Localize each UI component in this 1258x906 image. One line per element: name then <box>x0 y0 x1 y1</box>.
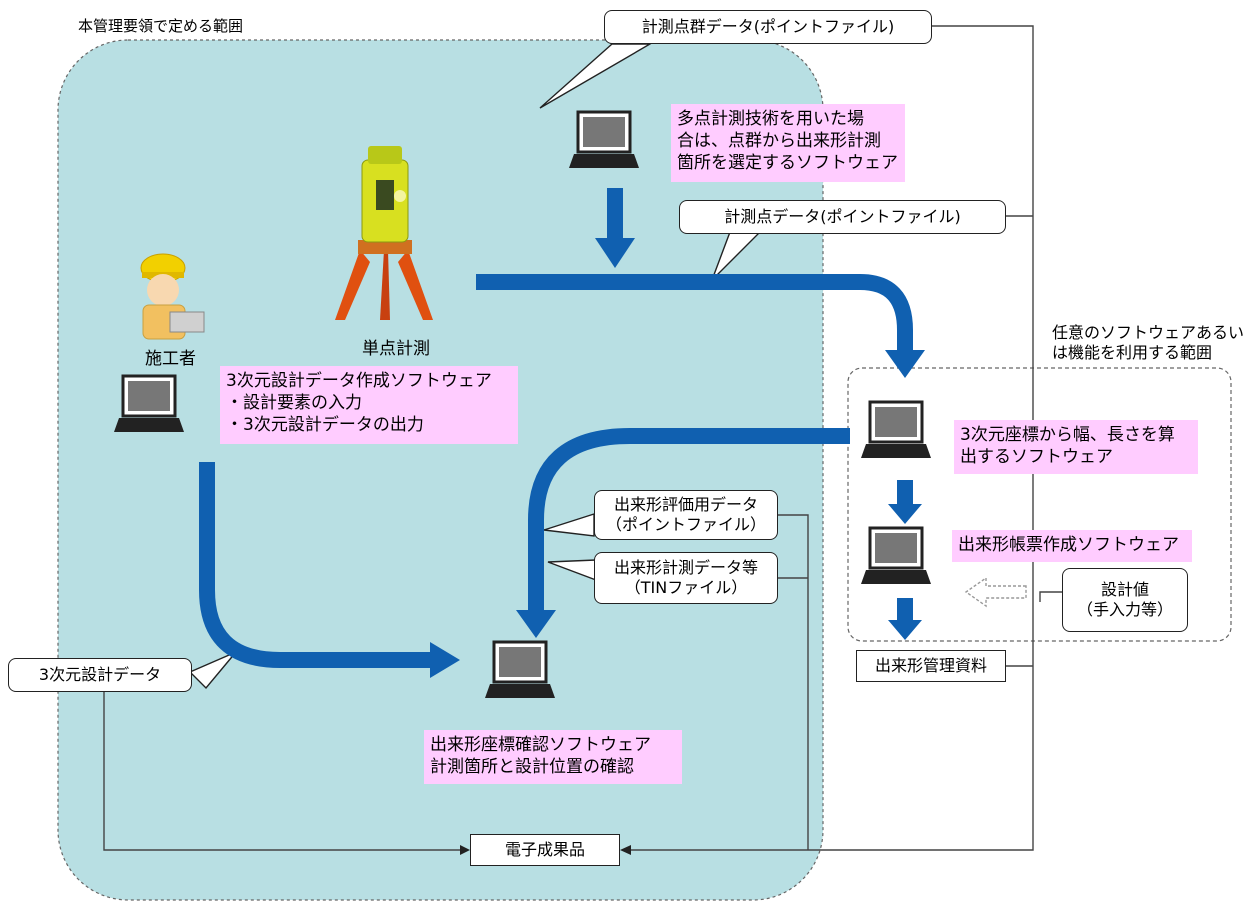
design-line2: ・設計要素の入力 <box>226 393 362 413</box>
contractor-label: 施工者 <box>145 349 196 369</box>
optional-scope-label: 任意のソフトウェアあるい は機能を利用する範囲 <box>1052 323 1244 363</box>
arrowhead-pointcloud <box>595 238 635 268</box>
laptop-icon-width <box>861 400 931 458</box>
laptop-icon-design <box>114 374 184 432</box>
arrow-designer-down <box>199 462 432 668</box>
optional-scope-label-line2: は機能を利用する範囲 <box>1052 343 1213 362</box>
multipoint-line2: 合は、点群から出来形計測 <box>677 131 881 151</box>
coordcheck-line2: 計測箇所と設計位置の確認 <box>430 757 634 777</box>
form-line1: 出来形帳票作成ソフトウェア <box>958 535 1179 555</box>
form-software-text: 出来形帳票作成ソフトウェア <box>952 530 1192 562</box>
eval-data-line2: （ポイントファイル） <box>605 515 766 534</box>
design-value-arrow <box>964 576 1027 608</box>
design-value-line1: 設計値 <box>1100 580 1149 599</box>
design-value-callout: 設計値 （手入力等） <box>1062 568 1188 632</box>
design-software-text: 3次元設計データ作成ソフトウェア ・設計要素の入力 ・3次元設計データの出力 <box>220 366 518 444</box>
eval-data-callout: 出来形評価用データ （ポイントファイル） <box>594 490 778 540</box>
laptop-icon-multipoint <box>569 110 639 168</box>
optional-scope-label-line1: 任意のソフトウェアあるい <box>1052 323 1245 342</box>
measure-data-line2: （TINファイル） <box>624 578 748 597</box>
measure-data-callout: 出来形計測データ等 （TINファイル） <box>594 552 778 604</box>
width-line2: 出するソフトウェア <box>960 447 1113 467</box>
arrow-single-to-right <box>476 274 913 352</box>
main-scope-label: 本管理要領で定める範囲 <box>78 17 244 35</box>
arrowhead-form-mgmt <box>888 620 922 640</box>
management-doc-box: 出来形管理資料 <box>856 650 1006 682</box>
design-data-callout: 3次元設計データ <box>8 658 192 692</box>
line-designvalue-link <box>1039 591 1063 602</box>
measure-data-line1: 出来形計測データ等 <box>613 558 758 577</box>
coordcheck-software-text: 出来形座標確認ソフトウェア 計測箇所と設計位置の確認 <box>424 730 682 784</box>
deliverable-right-arrowhead <box>620 845 631 855</box>
design-line3: ・3次元設計データの出力 <box>226 415 424 435</box>
arrowhead-width-form <box>888 504 922 524</box>
point-data-callout: 計測点データ(ポイントファイル) <box>679 200 1006 234</box>
eval-data-line1: 出来形評価用データ <box>613 495 758 514</box>
single-point-label: 単点計測 <box>362 339 430 359</box>
pointcloud-data-callout: 計測点群データ(ポイントファイル) <box>604 10 932 44</box>
arrowhead-to-coordcheck <box>430 642 460 678</box>
line-eval-down <box>777 514 809 850</box>
contractor-figure-icon <box>140 253 205 340</box>
arrow-right-to-left <box>528 428 850 612</box>
design-line1: 3次元設計データ作成ソフトウェア <box>226 371 492 391</box>
deliverable-left-arrowhead <box>460 845 470 855</box>
arrowhead-right-down <box>885 350 925 378</box>
multipoint-line3: 箇所を選定するソフトウェア <box>677 153 898 173</box>
scope-region <box>57 39 824 901</box>
laptop-icon-coordcheck <box>485 640 555 698</box>
width-length-software-text: 3次元座標から幅、長さを算 出するソフトウェア <box>954 420 1198 474</box>
laptop-icon-form <box>861 526 931 584</box>
tail-pointcloud <box>539 43 653 109</box>
design-value-line2: （手入力等） <box>1076 600 1173 619</box>
line-design-to-deliverable <box>103 690 462 851</box>
multipoint-software-text: 多点計測技術を用いた場 合は、点群から出来形計測 箇所を選定するソフトウェア <box>671 104 905 182</box>
arrowhead-left-down <box>516 610 556 638</box>
width-line1: 3次元座標から幅、長さを算 <box>960 425 1175 445</box>
multipoint-line1: 多点計測技術を用いた場 <box>677 109 864 129</box>
total-station-icon <box>335 146 433 320</box>
coordcheck-line1: 出来形座標確認ソフトウェア <box>430 735 651 755</box>
electronic-deliverable-box: 電子成果品 <box>470 834 620 866</box>
optional-scope-region <box>847 367 1232 642</box>
tail-design <box>188 651 237 690</box>
